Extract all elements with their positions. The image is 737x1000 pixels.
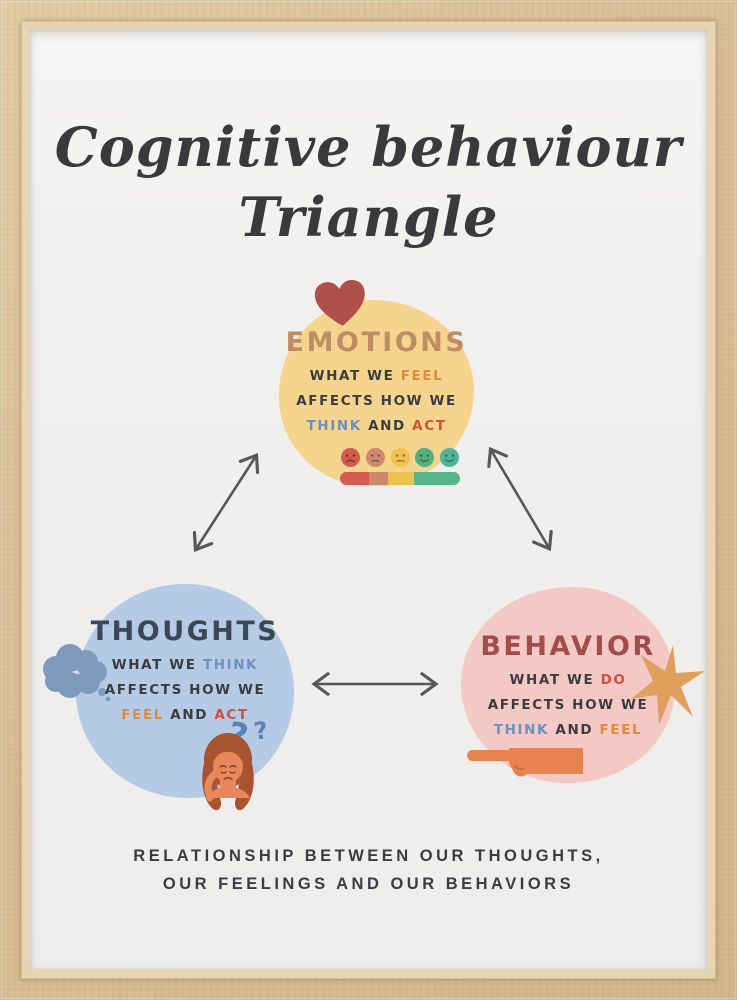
node-emotions: EMOTIONS WHAT WE FEEL AFFECTS HOW WE THI… — [279, 300, 474, 486]
behavior-text: BEHAVIOR WHAT WE DO AFFECTS HOW WE THINK… — [461, 587, 675, 783]
pointing-hand-icon — [465, 738, 587, 787]
behavior-line2: AFFECTS HOW WE — [487, 697, 649, 713]
sparkle-icon — [629, 643, 707, 732]
emotions-line1: WHAT WE FEEL — [310, 364, 444, 389]
thoughts-line2: AFFECTS HOW WE — [104, 682, 266, 698]
thoughts-line1-prefix: WHAT WE — [111, 657, 203, 673]
thoughts-word-and: AND — [163, 707, 215, 723]
node-thoughts: THOUGHTS WHAT WE THINK AFFECTS HOW WE FE… — [43, 584, 294, 811]
poster-title-line2: Triangle — [238, 185, 499, 249]
thoughts-word-think: THINK — [202, 657, 259, 673]
heart-icon-shape — [314, 280, 365, 326]
caption-line1: RELATIONSHIP BETWEEN OUR THOUGHTS, — [133, 847, 604, 865]
poster-background — [30, 30, 707, 970]
behavior-line3: THINK AND FEEL — [494, 718, 642, 743]
emotions-line1-prefix: WHAT WE — [309, 368, 401, 384]
emotions-word-act: ACT — [412, 418, 447, 434]
thinking-woman-icon — [192, 726, 264, 821]
poster-caption: RELATIONSHIP BETWEEN OUR THOUGHTS, OUR F… — [0, 842, 737, 898]
poster-title-line1: Cognitive behaviour — [54, 115, 683, 179]
emotions-word-and: AND — [361, 418, 413, 434]
mood-faces-row — [340, 447, 460, 468]
emotions-word-feel: FEEL — [400, 368, 444, 384]
thoughts-title: THOUGHTS — [90, 616, 280, 647]
emotions-text: EMOTIONS WHAT WE FEEL AFFECTS HOW WE THI… — [279, 300, 474, 486]
heart-icon — [312, 278, 371, 337]
behavior-word-and: AND — [549, 722, 600, 738]
node-behavior: BEHAVIOR WHAT WE DO AFFECTS HOW WE THINK… — [461, 587, 705, 783]
emotions-title: EMOTIONS — [285, 327, 468, 358]
thought-cloud-icon — [36, 637, 116, 710]
thoughts-text: THOUGHTS WHAT WE THINK AFFECTS HOW WE FE… — [76, 584, 294, 798]
behavior-word-think: THINK — [493, 722, 550, 738]
behavior-word-feel: FEEL — [599, 722, 643, 738]
behavior-word-do: DO — [600, 672, 627, 688]
mood-scale — [340, 447, 460, 485]
mood-face-very-sad-icon — [340, 447, 361, 468]
thoughts-line3: FEEL AND ACT — [121, 703, 248, 728]
thoughts-line1: WHAT WE THINK — [112, 653, 258, 678]
mood-face-neutral-icon — [390, 447, 410, 468]
mood-face-happy-icon — [415, 447, 435, 468]
behavior-line1: WHAT WE DO — [509, 668, 626, 693]
behavior-line1-prefix: WHAT WE — [509, 672, 601, 688]
mood-face-very-happy-icon — [439, 447, 460, 468]
emotions-line3: THINK AND ACT — [306, 414, 446, 439]
mood-face-sad-icon — [365, 447, 385, 468]
emotions-word-think: THINK — [306, 418, 362, 434]
poster-title: Cognitive behaviour Triangle — [0, 112, 737, 252]
thoughts-word-feel: FEEL — [121, 707, 164, 723]
behavior-title: BEHAVIOR — [480, 631, 656, 662]
caption-line2: OUR FEELINGS AND OUR BEHAVIORS — [162, 875, 575, 893]
emotions-line2: AFFECTS HOW WE — [296, 393, 457, 409]
mood-scale-bar — [340, 472, 460, 485]
thoughts-word-act: ACT — [214, 707, 249, 723]
